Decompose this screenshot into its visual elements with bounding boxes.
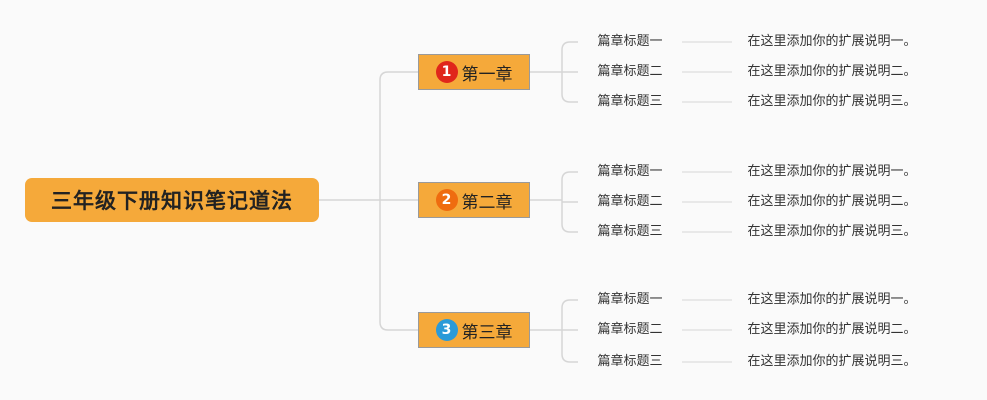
chapter-1-note-1[interactable]: 在这里添加你的扩展说明一。 (747, 34, 917, 49)
chapter-3-topic-3[interactable]: 篇章标题三 (578, 352, 682, 372)
root-topic-label: 三年级下册知识笔记道法 (51, 189, 293, 213)
chapter-3-topic-1[interactable]: 篇章标题一 (578, 290, 682, 310)
chapter-1-note-3[interactable]: 在这里添加你的扩展说明三。 (747, 94, 917, 109)
chapter-1-label: 第一章 (461, 64, 513, 85)
chapter-1-topic-2[interactable]: 篇章标题二 (578, 62, 682, 82)
root-topic[interactable]: 三年级下册知识笔记道法 (25, 178, 319, 222)
chapter-3-topic-2[interactable]: 篇章标题二 (578, 320, 682, 340)
chapter-2-label: 第二章 (461, 192, 513, 213)
number-2-badge-icon: 2 (435, 189, 458, 211)
chapter-2-topic-3[interactable]: 篇章标题三 (578, 222, 682, 242)
chapter-2-note-1[interactable]: 在这里添加你的扩展说明一。 (747, 164, 917, 179)
chapter-3-note-2[interactable]: 在这里添加你的扩展说明二。 (747, 322, 917, 337)
chapter-2-topic-2[interactable]: 篇章标题二 (578, 192, 682, 212)
chapter-1-topic-1[interactable]: 篇章标题一 (578, 32, 682, 52)
chapter-3-label: 第三章 (461, 322, 513, 343)
chapter-2-topic-1[interactable]: 篇章标题一 (578, 162, 682, 182)
chapter-1-topic-3[interactable]: 篇章标题三 (578, 92, 682, 112)
chapter-1-note-2[interactable]: 在这里添加你的扩展说明二。 (747, 64, 917, 79)
number-1-badge-icon: 1 (435, 61, 458, 83)
chapter-1-node[interactable]: 1 第一章 (418, 54, 530, 90)
chapter-2-note-2[interactable]: 在这里添加你的扩展说明二。 (747, 194, 917, 209)
chapter-2-note-3[interactable]: 在这里添加你的扩展说明三。 (747, 224, 917, 239)
chapter-3-note-1[interactable]: 在这里添加你的扩展说明一。 (747, 292, 917, 307)
chapter-3-note-3[interactable]: 在这里添加你的扩展说明三。 (747, 354, 917, 369)
chapter-2-node[interactable]: 2 第二章 (418, 182, 530, 218)
chapter-3-node[interactable]: 3 第三章 (418, 312, 530, 348)
number-3-badge-icon: 3 (435, 319, 458, 341)
